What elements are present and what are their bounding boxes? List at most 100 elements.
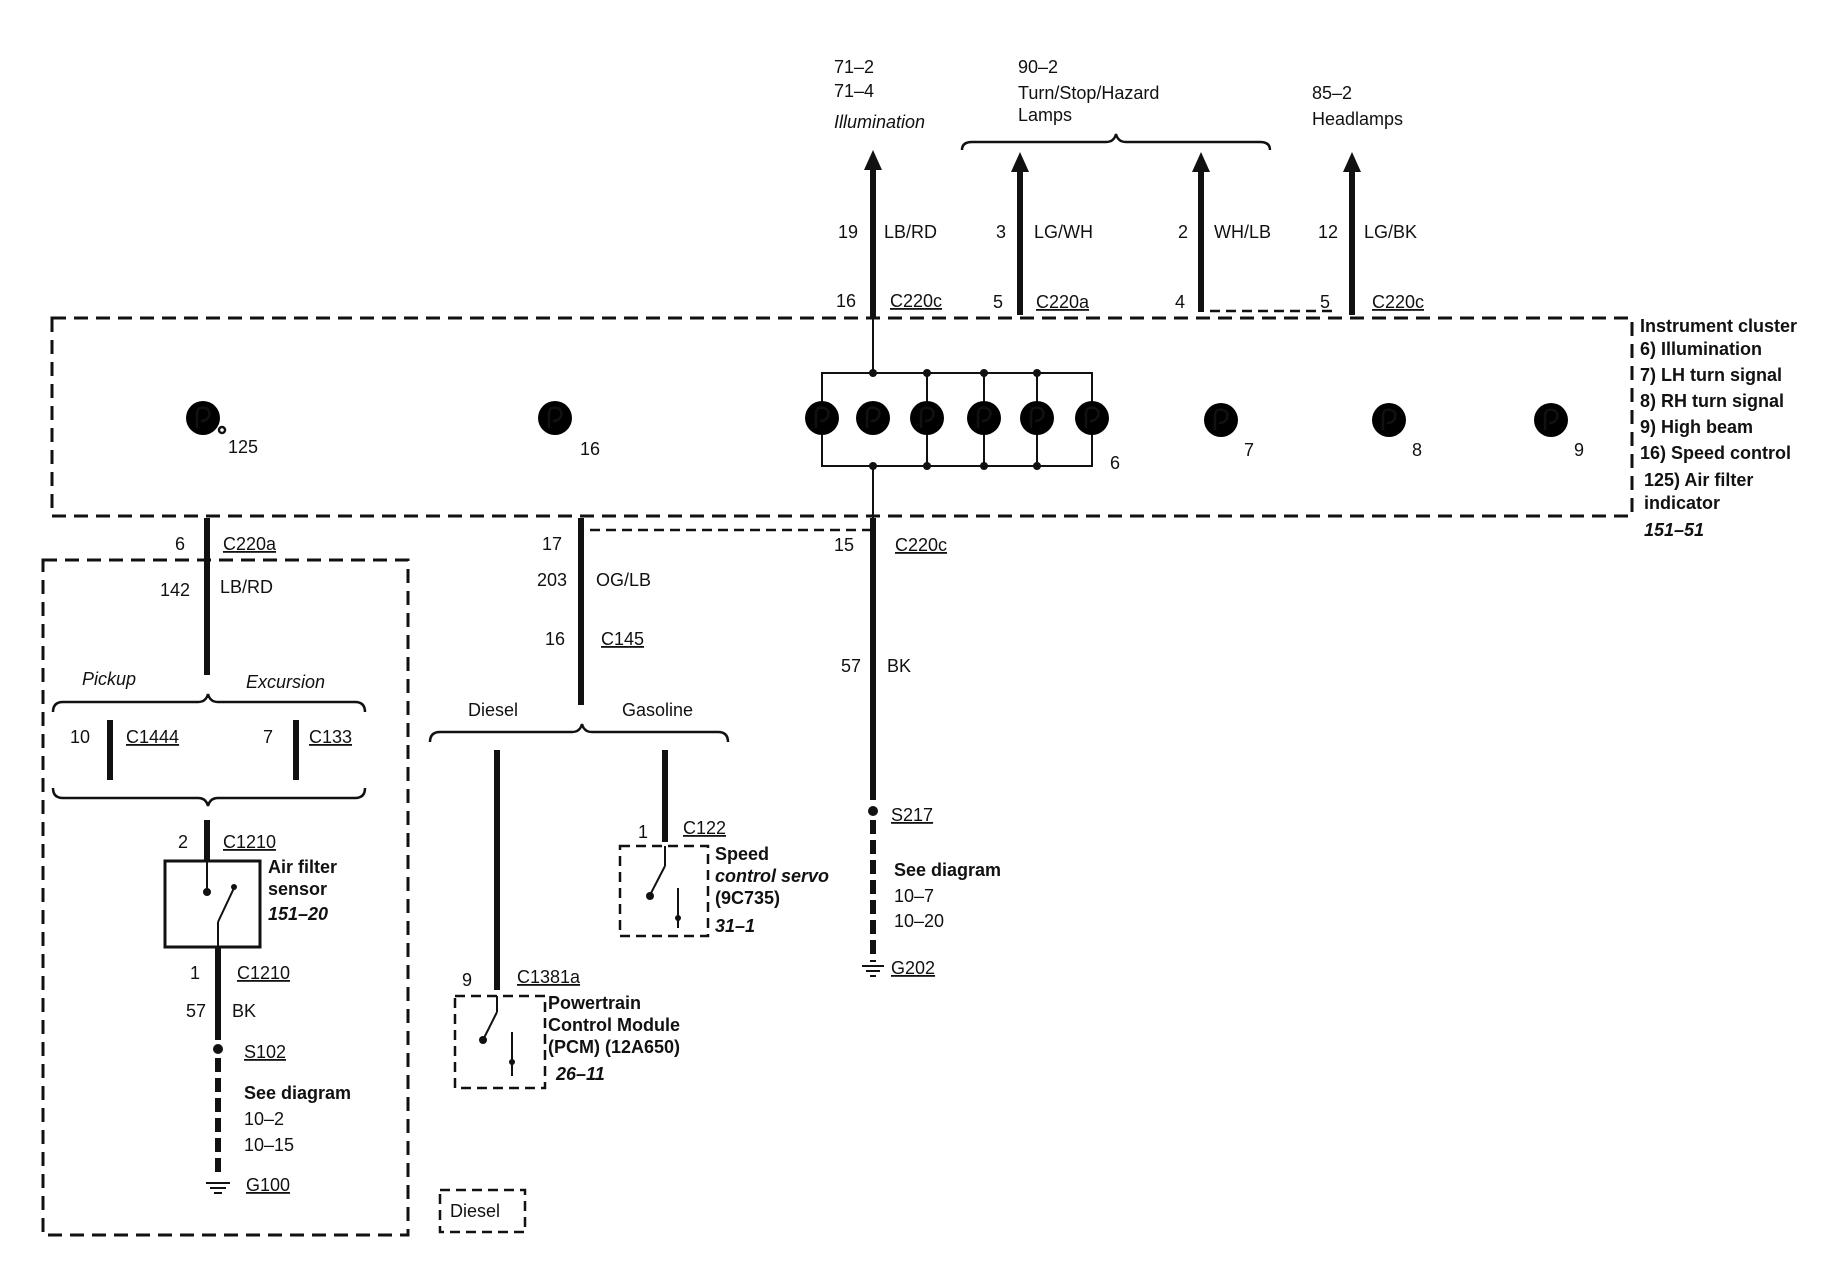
lh-turn-wire-color: LG/WH — [1034, 222, 1093, 242]
splice-s217-icon — [868, 806, 878, 816]
rh-turn-upper-pin: 2 — [1178, 222, 1188, 242]
lh-turn-arrow — [1011, 152, 1029, 172]
speed-control-circuit: 17 203 OG/LB 16 C145 Diesel Gasoline 1 C… — [428, 518, 829, 1090]
c1210-top-pin: 2 — [178, 832, 188, 852]
illumination-bulb-icon — [965, 399, 1003, 437]
bulb-125-label: 125 — [228, 437, 258, 457]
bulb-16-label: 16 — [580, 439, 600, 459]
rh-turn-arrow — [1192, 152, 1210, 172]
headlamps-label: Headlamps — [1312, 109, 1403, 129]
splice-s217: S217 — [891, 805, 933, 825]
rh-turn-pin: 4 — [1175, 292, 1185, 312]
turn-ref: 90–2 — [1018, 57, 1058, 77]
air-filter-wire-color: LB/RD — [220, 577, 273, 597]
lh-turn-pin: 5 — [993, 292, 1003, 312]
cluster-ground-circuit: 15 C220c 57 BK S217 See diagram 10–7 10–… — [590, 518, 1001, 978]
air-filter-dashed-box — [41, 558, 410, 1237]
rh-turn-signal-bulb-icon — [1370, 401, 1408, 439]
c145-pin: 16 — [545, 629, 565, 649]
c1444-connector: C1444 — [126, 727, 179, 747]
ground-see-diagram: See diagram — [894, 860, 1001, 880]
pickup-label: Pickup — [82, 669, 136, 689]
speed-control-servo-box — [618, 844, 710, 938]
diesel-footnote-label: Diesel — [450, 1201, 500, 1221]
servo-ref: 31–1 — [715, 916, 755, 936]
top-feeds: 71–2 71–4 Illumination 19 LB/RD 16 C220c… — [834, 57, 1424, 318]
lh-turn-connector: C220a — [1036, 292, 1090, 312]
speed-circuit-number: 203 — [537, 570, 567, 590]
gasoline-branch-label: Gasoline — [622, 700, 693, 720]
illumination-bulb-icon — [908, 399, 946, 437]
illumination-pin: 16 — [836, 291, 856, 311]
ground-see-ref-1: 10–7 — [894, 886, 934, 906]
high-beam-bulb-icon — [1532, 401, 1570, 439]
top-branch-bracket — [51, 693, 367, 713]
air-filter-top-connector: C220a — [223, 534, 277, 554]
c1210-bottom-pin: 1 — [190, 963, 200, 983]
sensor-label-2: sensor — [268, 879, 327, 899]
bottom-branch-bracket — [51, 787, 367, 807]
sensor-ref: 151–20 — [268, 904, 328, 924]
legend-item: 9) High beam — [1640, 417, 1753, 437]
instrument-cluster-box — [50, 316, 1634, 518]
pcm-label-2: Control Module — [548, 1015, 680, 1035]
cluster-ref: 151–51 — [1644, 520, 1704, 540]
air-filter-sensor-box — [163, 859, 262, 949]
headlamps-arrow — [1343, 152, 1361, 172]
legend-item: 8) RH turn signal — [1640, 391, 1784, 411]
illumination-upper-pin: 19 — [838, 222, 858, 242]
instrument-cluster: 125 16 6 7 8 9 — [50, 316, 1797, 540]
c145-connector: C145 — [601, 629, 644, 649]
pcm-ref: 26–11 — [555, 1064, 605, 1084]
illumination-bulb-bank — [803, 318, 1111, 518]
rh-turn-wire-color: WH/LB — [1214, 222, 1271, 242]
speed-wire-color: OG/LB — [596, 570, 651, 590]
illumination-connector: C220c — [890, 291, 942, 311]
servo-label-2: control servo — [715, 866, 829, 886]
air-filter-gnd-circuit: 57 — [186, 1001, 206, 1021]
lh-turn-signal-bulb-icon — [1202, 401, 1240, 439]
servo-label-1: Speed — [715, 844, 769, 864]
illumination-wire-color: LB/RD — [884, 222, 937, 242]
ground-g100: G100 — [246, 1175, 290, 1195]
c1381-pin: 9 — [462, 970, 472, 990]
legend-item: 16) Speed control — [1640, 443, 1791, 463]
speed-top-pin: 17 — [542, 534, 562, 554]
bulb-7-label: 7 — [1244, 440, 1254, 460]
legend-item: 125) Air filter — [1644, 470, 1753, 490]
illumination-ref-1: 71–2 — [834, 57, 874, 77]
c122-pin: 1 — [638, 822, 648, 842]
c133-pin: 7 — [263, 727, 273, 747]
bulb-6-label: 6 — [1110, 453, 1120, 473]
ground-circuit-number: 57 — [841, 656, 861, 676]
headlamps-connector: C220c — [1372, 292, 1424, 312]
headlamps-wire-color: LG/BK — [1364, 222, 1417, 242]
illumination-bulb-icon — [803, 399, 841, 437]
ground-wire-color: BK — [887, 656, 911, 676]
c1210-top-connector: C1210 — [223, 832, 276, 852]
illumination-arrow — [864, 150, 882, 170]
ground-g202: G202 — [891, 958, 935, 978]
air-filter-circuit: 6 C220a 142 LB/RD Pickup Excursion 10 C1… — [41, 518, 410, 1237]
air-filter-gnd-color: BK — [232, 1001, 256, 1021]
c1210-bottom-connector: C1210 — [237, 963, 290, 983]
cluster-legend: Instrument cluster 6) Illumination 7) LH… — [1640, 316, 1797, 540]
pcm-box — [453, 994, 547, 1090]
c1381-connector: C1381a — [517, 967, 581, 987]
air-filter-top-pin: 6 — [175, 534, 185, 554]
illumination-label: Illumination — [834, 112, 925, 132]
diesel-footnote-box — [438, 1188, 527, 1234]
cluster-title: Instrument cluster — [1640, 316, 1797, 336]
ground-connector: C220c — [895, 535, 947, 555]
pcm-label-3: (PCM) (12A650) — [548, 1037, 680, 1057]
air-filter-circuit-number: 142 — [160, 580, 190, 600]
bulb-9-label: 9 — [1574, 440, 1584, 460]
illumination-bulb-icon — [1018, 399, 1056, 437]
ground-see-ref-2: 10–20 — [894, 911, 944, 931]
legend-item: 6) Illumination — [1640, 339, 1762, 359]
air-filter-indicator-bulb-icon — [184, 399, 222, 437]
pcm-switch-icon — [482, 1011, 498, 1041]
c122-connector: C122 — [683, 818, 726, 838]
ground-g100-icon — [206, 1182, 230, 1194]
